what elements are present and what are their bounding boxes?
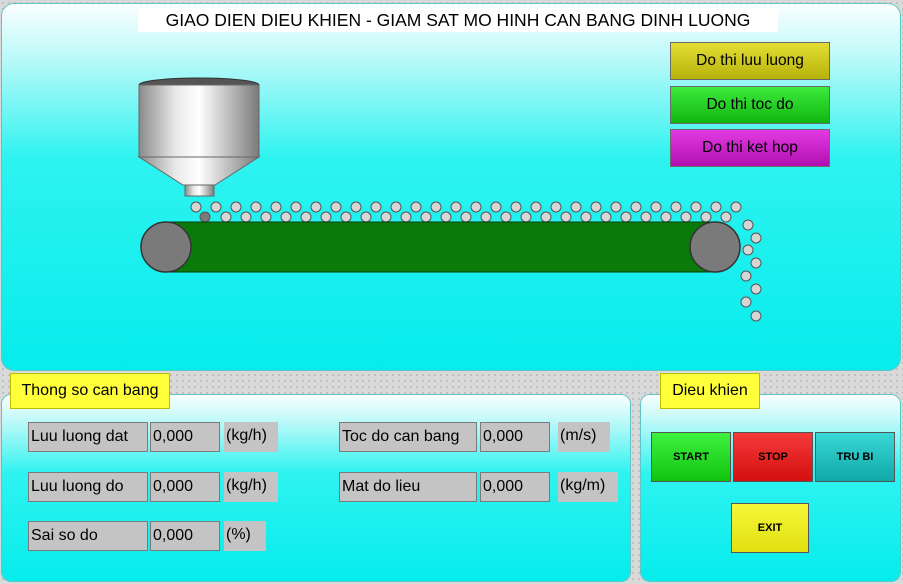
measurement-error-label: Sai so do [28,521,148,551]
particle-icon [600,211,612,223]
particle-icon [430,201,442,213]
page-title: GIAO DIEN DIEU KHIEN - GIAM SAT MO HINH … [138,8,778,32]
measurement-error-unit: (%) [224,521,266,551]
particle-icon [710,201,722,213]
particle-icon [620,211,632,223]
particle-icon [360,211,372,223]
particle-icon [730,201,742,213]
particle-icon [740,270,752,282]
flow-graph-button[interactable]: Do thi luu luong [670,42,830,80]
particle-icon [490,201,502,213]
particle-icon [340,211,352,223]
tare-button[interactable]: TRU BI [815,432,895,482]
particle-icon [280,211,292,223]
particle-icon [560,211,572,223]
parameters-section-label: Thong so can bang [10,373,170,409]
particle-icon [700,211,712,223]
measured-flow-unit: (kg/h) [224,472,278,502]
right-roller-icon [689,221,741,273]
particle-icon [750,283,762,295]
material-density-value: 0,000 [480,472,550,502]
particle-icon [350,201,362,213]
particle-icon [330,201,342,213]
particle-icon [199,211,211,223]
measurement-error-value: 0,000 [150,521,220,551]
measured-flow-value: 0,000 [150,472,220,502]
particle-icon [230,201,242,213]
particle-icon [590,201,602,213]
particle-icon [520,211,532,223]
belt-speed-label: Toc do can bang [339,422,477,452]
particle-icon [300,211,312,223]
belt-speed-unit: (m/s) [558,422,610,452]
particle-icon [420,211,432,223]
particle-icon [460,211,472,223]
particle-icon [742,219,754,231]
particle-icon [510,201,522,213]
particle-icon [310,201,322,213]
particle-icon [220,211,232,223]
particle-icon [580,211,592,223]
start-button[interactable]: START [651,432,731,482]
particle-icon [550,201,562,213]
particle-icon [260,211,272,223]
setpoint-flow-value: 0,000 [150,422,220,452]
particle-icon [720,211,732,223]
particle-icon [540,211,552,223]
particle-icon [370,201,382,213]
particle-icon [190,201,202,213]
belt-speed-value: 0,000 [480,422,550,452]
particle-icon [240,211,252,223]
particle-icon [670,201,682,213]
particle-icon [650,201,662,213]
particle-icon [390,201,402,213]
particle-icon [750,232,762,244]
speed-graph-button[interactable]: Do thi toc do [670,86,830,124]
particle-icon [450,201,462,213]
particle-icon [470,201,482,213]
particle-icon [630,201,642,213]
material-particles [190,201,762,322]
particle-icon [742,244,754,256]
particle-icon [440,211,452,223]
particle-icon [690,201,702,213]
particle-icon [400,211,412,223]
setpoint-flow-unit: (kg/h) [224,422,278,452]
material-density-unit: (kg/m) [558,472,618,502]
particle-icon [530,201,542,213]
setpoint-flow-label: Luu luong dat [28,422,148,452]
particle-icon [250,201,262,213]
control-panel [641,395,900,581]
left-roller-icon [140,221,192,273]
particle-icon [410,201,422,213]
particle-icon [640,211,652,223]
particle-icon [270,201,282,213]
particle-icon [500,211,512,223]
combined-graph-button[interactable]: Do thi ket hop [670,129,830,167]
particle-icon [750,310,762,322]
particle-icon [610,201,622,213]
conveyor-belt [140,221,741,273]
conveyor-scene [137,77,762,322]
particle-icon [480,211,492,223]
measured-flow-label: Luu luong do [28,472,148,502]
stop-button[interactable]: STOP [733,432,813,482]
particle-icon [680,211,692,223]
control-section-label: Dieu khien [660,373,760,409]
material-density-label: Mat do lieu [339,472,477,502]
particle-icon [380,211,392,223]
particle-icon [210,201,222,213]
particle-icon [740,296,752,308]
exit-button[interactable]: EXIT [731,503,809,553]
particle-icon [290,201,302,213]
particle-icon [320,211,332,223]
particle-icon [750,257,762,269]
hopper-icon [137,77,261,197]
particle-icon [660,211,672,223]
particle-icon [570,201,582,213]
